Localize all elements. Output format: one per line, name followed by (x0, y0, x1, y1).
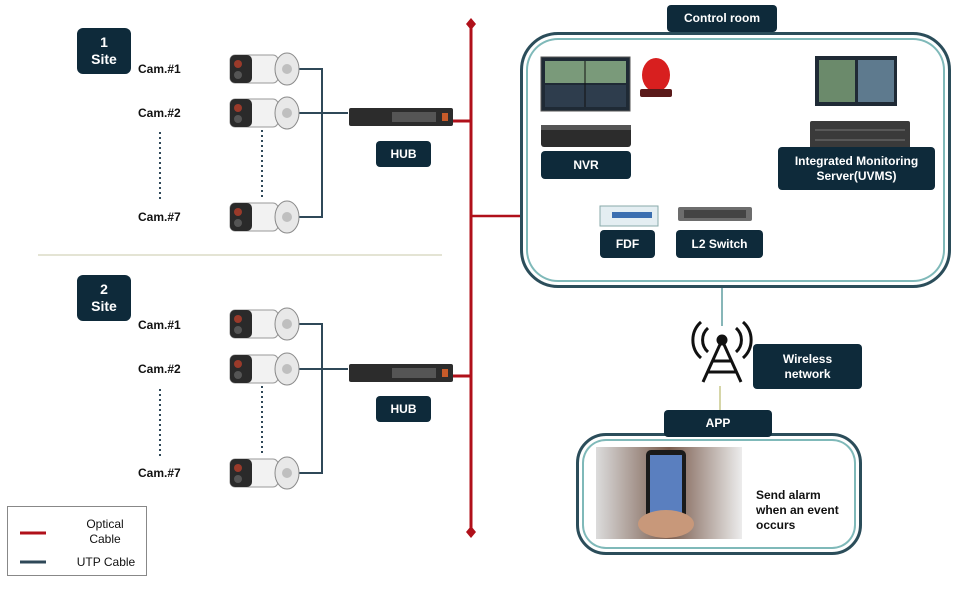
legend-swatches (20, 531, 46, 564)
site2-hub-label: HUB (376, 396, 431, 422)
site1-number: 1 (100, 34, 108, 50)
l2-switch-label: L2 Switch (676, 230, 763, 258)
alarm-message-line3: occurs (756, 518, 796, 532)
legend-optical-line2: Cable (89, 532, 121, 546)
legend-optical-label: Optical Cable (70, 517, 140, 547)
wireless-label: Wireless network (753, 344, 862, 389)
nvr-label: NVR (541, 151, 631, 179)
wireless-label-line2: network (784, 366, 831, 381)
site2-cam1-label: Cam.#1 (138, 318, 181, 332)
server-label: Integrated Monitoring Server(UVMS) (778, 147, 935, 190)
alarm-message-line2: when an event (756, 503, 839, 517)
alarm-light-icon (640, 58, 672, 97)
server-screens-icon (815, 56, 897, 106)
site2-badge: 2 Site (77, 275, 131, 321)
server-label-line1: Integrated Monitoring (794, 153, 919, 168)
site1-badge: 1 Site (77, 28, 131, 74)
site1-hub-label: HUB (376, 141, 431, 167)
server-rack-icon (810, 121, 910, 149)
app-title: APP (664, 410, 772, 437)
nvr-device-icon (541, 125, 631, 147)
site2-number: 2 (100, 281, 108, 297)
site1-label: Site (91, 51, 117, 67)
site2-cam2-label: Cam.#2 (138, 362, 181, 376)
site2-hub-icon (349, 364, 453, 382)
control-room-title: Control room (667, 5, 777, 32)
monitor-wall-icon (540, 56, 631, 112)
site2-cam7-label: Cam.#7 (138, 466, 181, 480)
wireless-label-line1: Wireless (782, 351, 833, 366)
backbone-top-end (466, 18, 476, 30)
l2-switch-icon (678, 207, 752, 221)
fdf-label: FDF (600, 230, 655, 258)
site2-utp-bus (298, 323, 323, 474)
backbone-bottom-end (466, 526, 476, 538)
fdf-device-icon (599, 205, 659, 227)
site1-cam7-label: Cam.#7 (138, 210, 181, 224)
site2-label: Site (91, 298, 117, 314)
site1-utp-bus (298, 68, 323, 218)
legend-utp-label: UTP Cable (76, 555, 136, 569)
alarm-message: Send alarm when an event occurs (756, 488, 839, 533)
legend: Optical Cable UTP Cable (7, 506, 147, 576)
smartphone-in-hand-icon (596, 447, 742, 539)
site1-hub-icon (349, 108, 453, 126)
site1-cam2-label: Cam.#2 (138, 106, 181, 120)
server-label-line2: Server(UVMS) (816, 168, 897, 183)
site1-cam1-label: Cam.#1 (138, 62, 181, 76)
antenna-tower-icon (691, 320, 753, 383)
legend-optical-line1: Optical (86, 517, 124, 531)
alarm-message-line1: Send alarm (756, 488, 821, 502)
